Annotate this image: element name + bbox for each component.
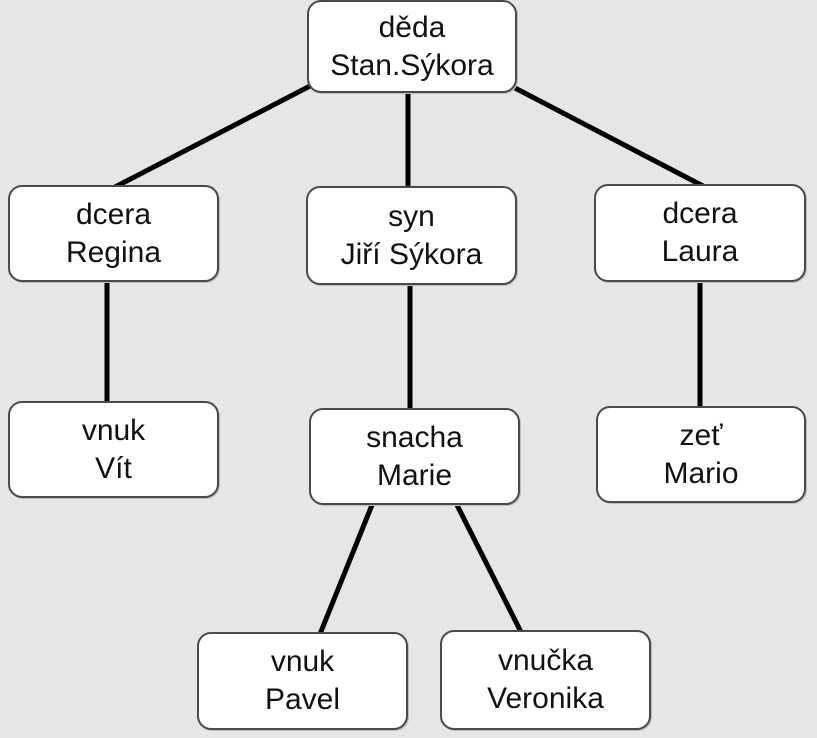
node-role-label: vnučka bbox=[497, 644, 594, 677]
node-grandson-vit: vnuk Vít bbox=[8, 401, 219, 498]
node-daughter-regina: dcera Regina bbox=[8, 185, 219, 282]
node-granddaughter-veronika: vnučka Veronika bbox=[440, 630, 651, 730]
node-role-label: děda bbox=[378, 10, 446, 44]
node-person-name: Pavel bbox=[264, 683, 341, 716]
node-person-name: Marie bbox=[376, 458, 452, 492]
edge-marie-pavel bbox=[317, 504, 375, 635]
node-person-name: Stan.Sýkora bbox=[330, 48, 494, 82]
node-role-label: dcera bbox=[662, 197, 738, 230]
node-role-label: dcera bbox=[75, 197, 152, 231]
node-role-label: vnuk bbox=[81, 413, 146, 447]
node-person-name: Regina bbox=[65, 235, 162, 269]
node-role-label: vnuk bbox=[270, 645, 335, 678]
node-person-name: Vít bbox=[95, 451, 132, 485]
node-son-in-law-mario: zeť Mario bbox=[596, 406, 806, 503]
node-grandfather: děda Stan.Sýkora bbox=[307, 0, 517, 93]
node-role-label: zeť bbox=[679, 418, 723, 452]
node-person-name: Mario bbox=[663, 456, 739, 490]
node-grandson-pavel: vnuk Pavel bbox=[197, 632, 408, 730]
node-daughter-in-law-marie: snacha Marie bbox=[309, 408, 520, 505]
edge-grandfather-laura bbox=[513, 85, 705, 189]
edge-marie-veronika bbox=[454, 503, 524, 634]
node-person-name: Jiří Sýkora bbox=[340, 237, 483, 271]
node-role-label: syn bbox=[388, 199, 435, 233]
node-person-name: Veronika bbox=[487, 682, 604, 715]
node-person-name: Laura bbox=[661, 235, 739, 268]
edge-grandfather-regina bbox=[113, 83, 312, 190]
node-son-jiri: syn Jiří Sýkora bbox=[306, 186, 517, 285]
node-daughter-laura: dcera Laura bbox=[594, 184, 806, 282]
node-role-label: snacha bbox=[366, 420, 463, 454]
